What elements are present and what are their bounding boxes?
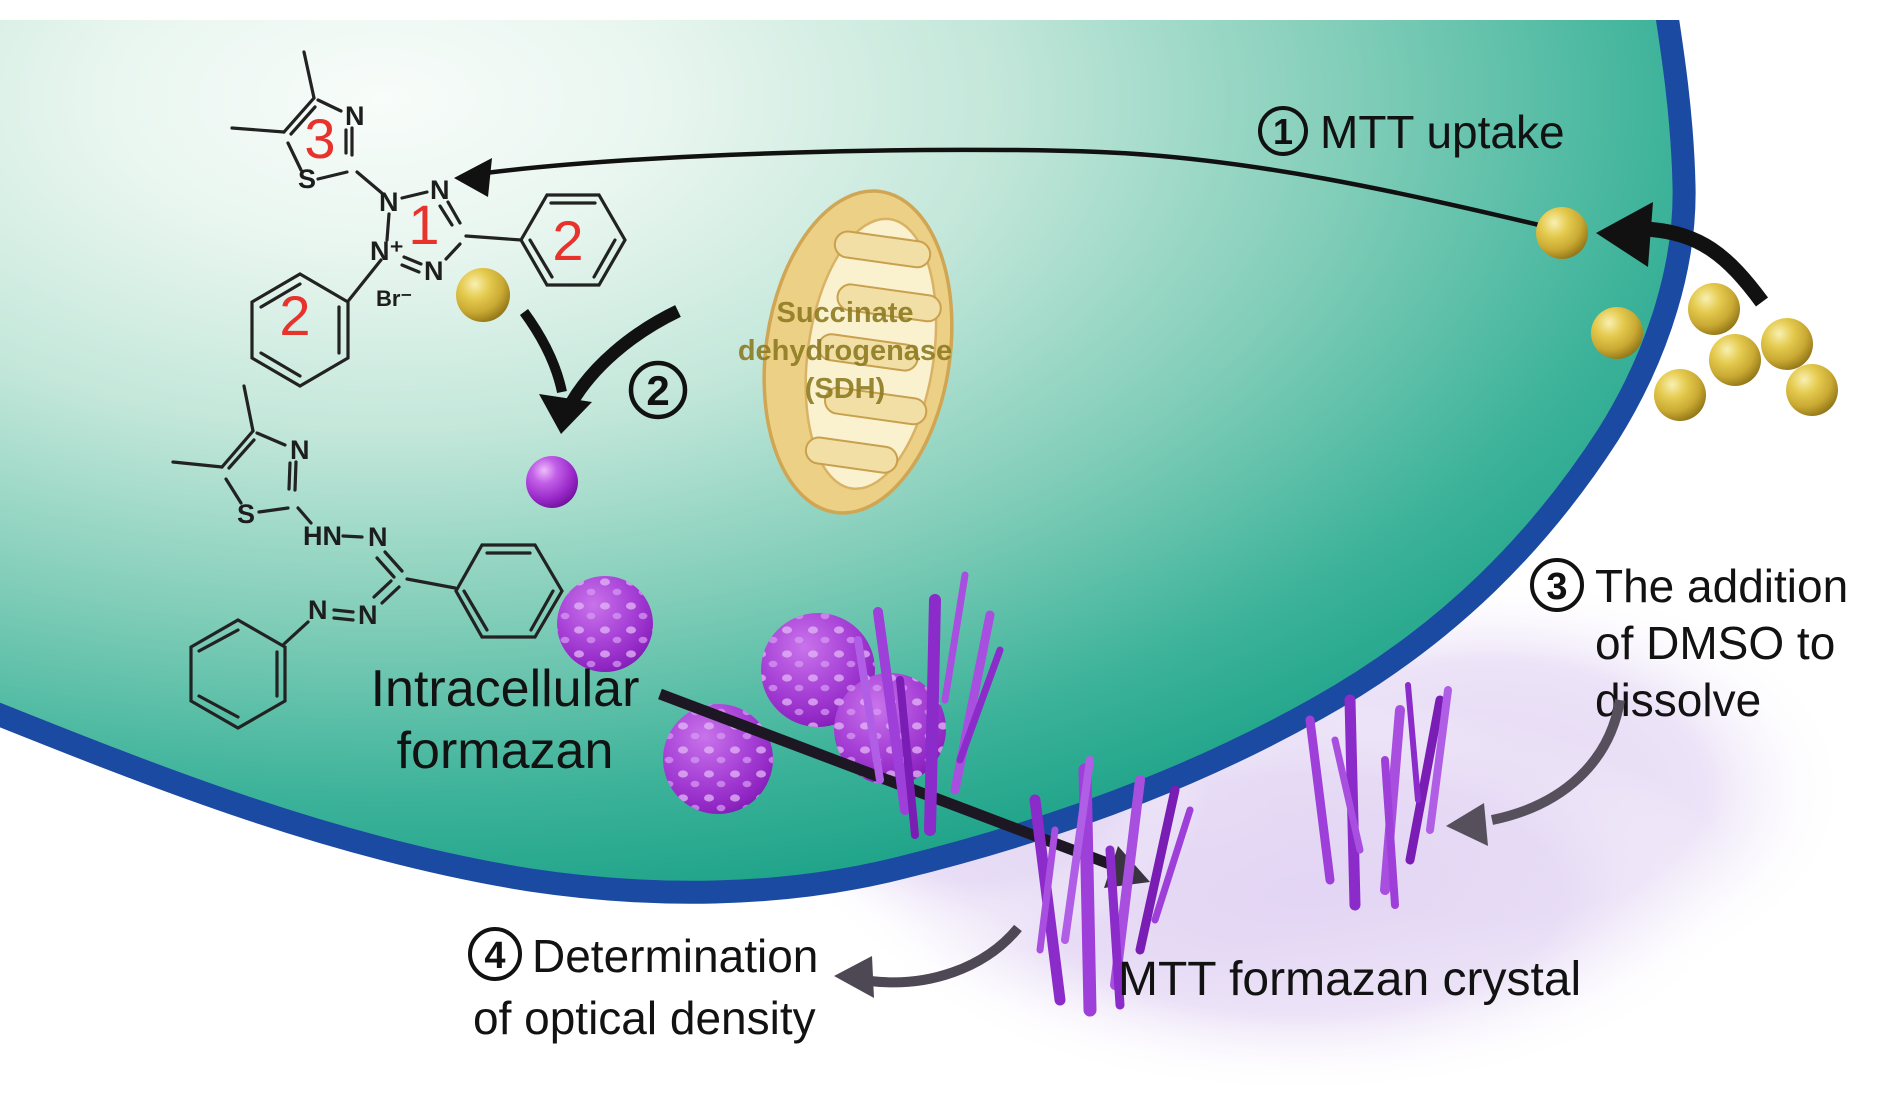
mitochondrion — [762, 189, 954, 515]
step4-text-line1: Determination — [532, 930, 818, 982]
step2-label: 2 — [628, 360, 688, 420]
membrane-entry-arrow — [1596, 202, 1769, 307]
intracellular-formazan-label: Intracellular formazan — [371, 660, 640, 780]
enzyme-label-line1: Succinate — [777, 297, 914, 329]
formazan-right-phenyl — [454, 543, 564, 639]
step3-number: 3 — [1546, 566, 1567, 608]
formazan-atom-n-thiazole: N — [290, 435, 310, 465]
top-margin — [0, 0, 1900, 20]
mtt-spheres-outside — [1654, 283, 1838, 421]
mtt-atom-n1: N — [379, 187, 399, 217]
step3-label: 3 The addition of DMSO to dissolve — [1530, 558, 1848, 726]
mtt-atom-n2: N — [430, 175, 450, 205]
mtt-sphere-near-structure — [456, 268, 510, 322]
step1-circle — [1258, 106, 1308, 156]
step2-conversion-arrow — [519, 305, 681, 434]
mtt-atom-n4: N — [424, 256, 444, 286]
formazan-structure: N S HN N N N — [171, 384, 564, 730]
mtt-ring1-number: 1 — [408, 193, 439, 256]
formazan-c-phenyl-bond — [405, 577, 457, 590]
mtt-right-phenyl: 2 — [519, 193, 627, 287]
formazan-hn-n-bond — [341, 534, 364, 539]
mtt-left-phenyl: 2 — [250, 272, 350, 388]
mtt-thiazole-ring — [230, 50, 354, 181]
mtt-ring2-number-left: 2 — [279, 284, 310, 347]
step3-text-line3: dissolve — [1595, 674, 1761, 726]
step1-label: 1 MTT uptake — [1258, 106, 1565, 158]
step4-circle — [468, 927, 522, 981]
step1-text: MTT uptake — [1320, 106, 1565, 158]
crystal-cluster-right — [1305, 682, 1452, 911]
formazan-atom-s-thiazole: S — [237, 499, 255, 529]
step2-number: 2 — [646, 367, 669, 414]
step3-text-line2: of DMSO to — [1595, 617, 1835, 669]
mtt-bond-left-phenyl — [347, 258, 383, 302]
step3-arrow — [1446, 699, 1625, 846]
mtt-uptake-trace-arrow — [454, 147, 1553, 231]
formazan-atom-n2: N — [368, 522, 388, 552]
formazan-bottom-phenyl — [189, 618, 287, 730]
formazan-n-c-double-bond — [375, 550, 404, 579]
intracellular-label-line2: formazan — [397, 722, 614, 780]
mtt-link-bond — [355, 170, 385, 196]
enzyme-label: Succinate dehydrogenase (SDH) — [738, 297, 952, 405]
mtt-atom-s-thiazole: S — [298, 164, 316, 194]
formazan-n-phenyl-bond — [282, 620, 310, 646]
mtt-spheres-inside — [1536, 207, 1643, 359]
mtt-ring3-number: 3 — [304, 107, 335, 170]
formazan-thiazole-ring — [171, 384, 298, 514]
formazan-atom-hn: HN — [303, 521, 342, 551]
enzyme-label-line3: (SDH) — [805, 373, 886, 405]
formazan-sphere-small — [526, 456, 578, 508]
formazan-link-bond — [296, 506, 313, 525]
step4-text-line2: of optical density — [473, 992, 816, 1044]
step3-text-line1: The addition — [1595, 560, 1848, 612]
formazan-c-n-double-bond — [372, 579, 401, 605]
crystal-cluster-membrane — [854, 571, 1004, 839]
mtt-structure: N S 3 N N N N⁺ 1 2 — [230, 50, 627, 388]
crystal-label: MTT formazan crystal — [1118, 953, 1581, 1006]
enzyme-label-line2: dehydrogenase — [738, 335, 952, 367]
step3-circle — [1530, 558, 1584, 612]
mtt-bromide-label: Br⁻ — [376, 286, 412, 311]
formazan-atom-n4: N — [308, 595, 328, 625]
intracellular-label-line1: Intracellular — [371, 660, 640, 718]
mtt-tetrazolium-ring — [385, 190, 462, 274]
mtt-atom-n-thiazole: N — [345, 101, 365, 131]
step4-number: 4 — [484, 935, 505, 977]
step1-number: 1 — [1273, 111, 1293, 152]
step4-arrow — [834, 924, 1022, 998]
mtt-ring2-number-right: 2 — [552, 209, 583, 272]
formazan-n-n-double-bond — [332, 608, 355, 622]
step4-label: 4 Determination of optical density — [468, 927, 818, 1044]
crystal-cluster-center — [1029, 756, 1194, 1017]
step2-circle — [628, 360, 688, 420]
formazan-atom-n3: N — [358, 600, 378, 630]
mtt-atom-n3-plus: N⁺ — [370, 236, 404, 266]
mtt-bond-right-phenyl — [464, 234, 523, 242]
